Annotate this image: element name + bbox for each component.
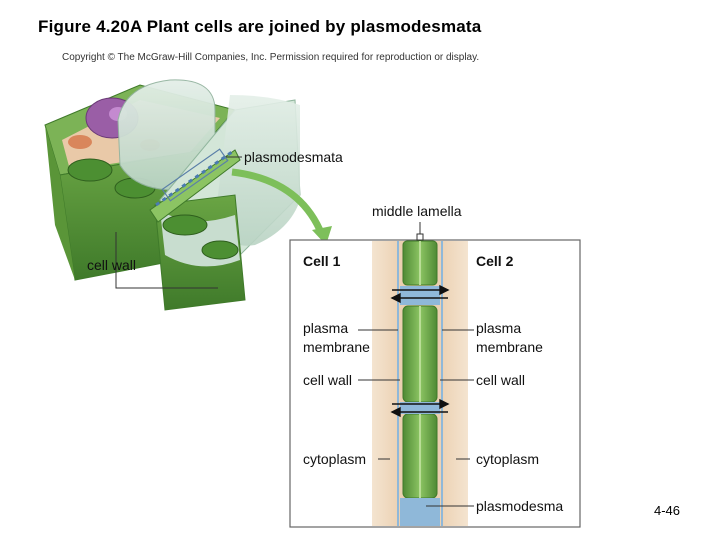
zoom-region-box [161,148,229,202]
figure-title: Figure 4.20A Plant cells are joined by p… [38,17,482,36]
label-cell-wall-right: cell wall [476,372,525,388]
zoom-arrow [231,168,326,237]
label-plasma-right-1: plasma [476,320,521,336]
label-cell-2: Cell 2 [476,253,514,269]
cell-block-illustration [44,79,301,311]
label-plasma-left-1: plasma [303,320,348,336]
label-plasmodesma: plasmodesma [476,498,563,514]
label-cell-1: Cell 1 [303,253,341,269]
label-plasma-right-2: membrane [476,339,543,355]
label-cytoplasm-left: cytoplasm [303,451,366,467]
label-plasmodesmata: plasmodesmata [244,149,343,165]
plasmodesma-channel [400,402,440,414]
plasmodesma-channel [400,498,440,526]
chloroplast [67,158,113,182]
wall-segments [402,240,438,499]
label-cell-wall-left: cell wall [303,372,352,388]
transport-arrows [390,284,450,418]
slide-number: 4-46 [654,503,681,518]
label-cell-wall-overview: cell wall [87,257,136,273]
copyright-notice: Copyright © The McGraw-Hill Companies, I… [62,52,480,63]
leader-cell-wall [115,232,218,289]
detail-panel [289,222,581,528]
detail-leaders [358,329,474,507]
plasmodesma-channel [400,286,440,305]
label-cytoplasm-right: cytoplasm [476,451,539,467]
label-middle-lamella: middle lamella [372,203,462,219]
label-plasma-left-2: membrane [303,339,370,355]
mitochondrion [68,135,92,149]
